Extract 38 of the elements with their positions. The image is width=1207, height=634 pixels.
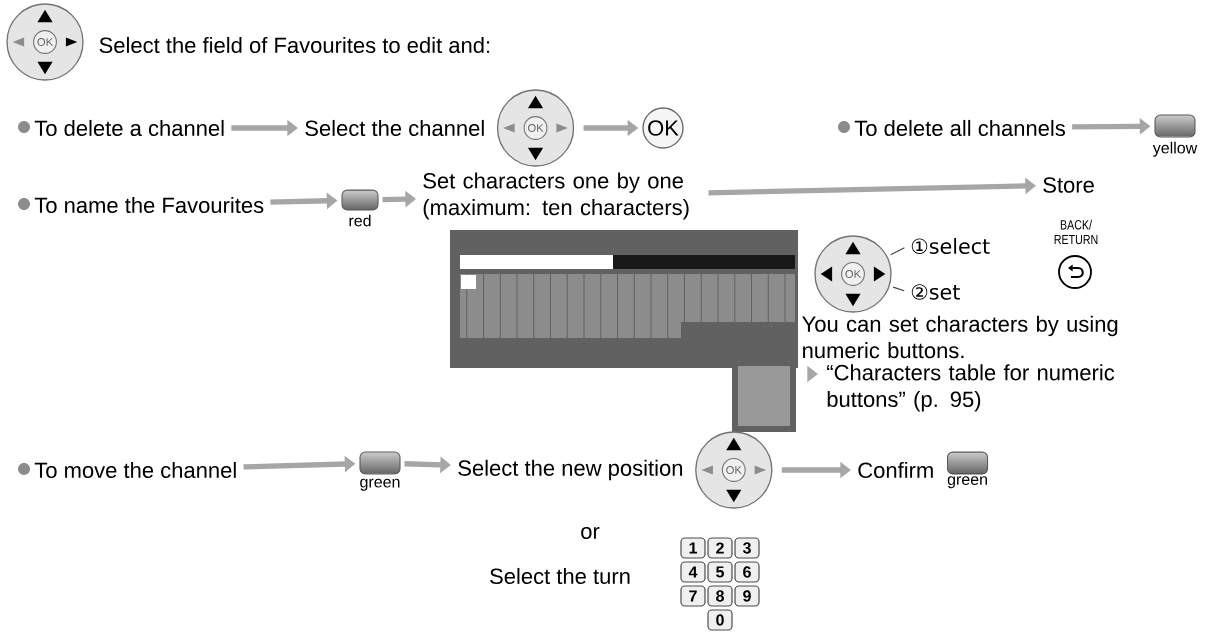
step-text: Select the new position	[458, 459, 683, 481]
button-caption: yellow	[1152, 141, 1198, 157]
step-text: Confirm	[858, 461, 933, 479]
remote-button	[359, 451, 401, 475]
leader-line	[890, 247, 906, 256]
number-key: 0	[707, 609, 733, 631]
number-key: 2	[707, 537, 733, 559]
step-text: “Characters table for numeric buttons” (p. 95)	[827, 364, 1115, 412]
remote-button	[1154, 114, 1196, 138]
button-caption: green	[360, 478, 400, 491]
number-key: 9	[734, 585, 760, 607]
label-text: Select the field of Favourites to edit and:	[99, 36, 490, 54]
step-text: To name the Favourites	[34, 196, 264, 214]
number-key: 6	[734, 561, 760, 583]
number-key: 8	[707, 585, 733, 607]
leader-line	[892, 286, 905, 292]
button-caption: green	[947, 476, 987, 489]
step-text: To delete a channel	[34, 119, 224, 137]
step-text: Store	[1043, 177, 1094, 193]
label-text: or	[581, 526, 600, 539]
label-text: BACK/ RETURN	[1054, 219, 1098, 245]
label-text: You can set characters by using numeric buttons.	[802, 315, 1118, 359]
number-key: 4	[680, 561, 706, 583]
remote-button	[341, 189, 379, 211]
number-key: 3	[734, 537, 760, 559]
step-text: ②set	[911, 284, 960, 300]
step-text: To delete all channels	[854, 119, 1065, 137]
arrow	[708, 177, 1036, 196]
step-text: ①select	[911, 238, 990, 254]
step-text: To move the channel	[34, 461, 236, 479]
step-text: Set characters one by one (maximum: ten characters)	[423, 172, 689, 220]
label-text: Select the turn	[490, 567, 630, 585]
button-caption: red	[349, 214, 371, 227]
ok-button: OK	[642, 107, 684, 149]
number-key: 5	[707, 561, 733, 583]
number-key: 1	[680, 537, 706, 559]
step-text: Select the channel	[305, 119, 484, 137]
number-key: 7	[680, 585, 706, 607]
